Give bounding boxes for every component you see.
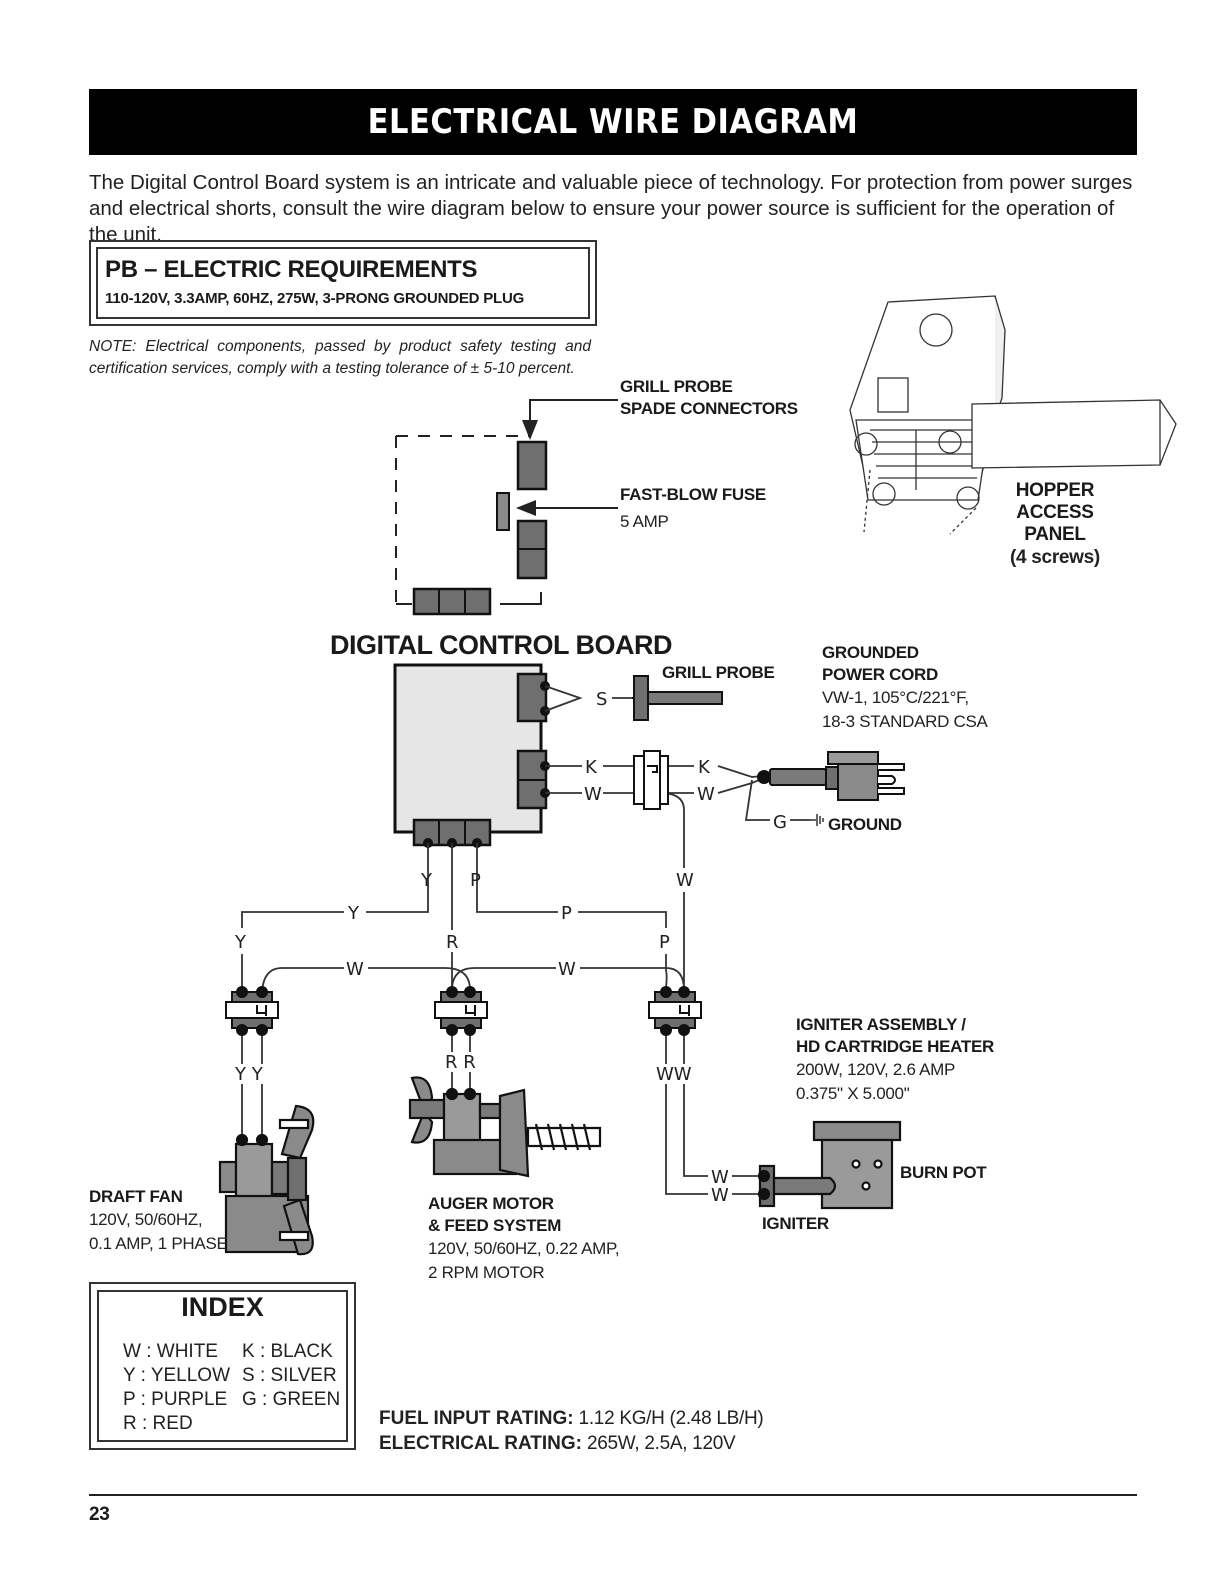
auger-line4: 2 RPM MOTOR: [428, 1263, 545, 1282]
wire-letter-y-top: Y: [347, 903, 360, 924]
tolerance-note: NOTE: Electrical components, passed by p…: [89, 338, 591, 377]
auger-line1: AUGER MOTOR: [428, 1194, 554, 1213]
splice-connector-middle: [434, 986, 488, 1036]
hopper-line2: ACCESS: [1016, 502, 1094, 523]
index-right-column: K : BLACK S : SILVER G : GREEN: [242, 1340, 340, 1412]
wire-letter-w-mid: W: [558, 959, 576, 980]
draft-fan-line2: 0.1 AMP, 1 PHASE: [89, 1234, 228, 1253]
auger-line2: & FEED SYSTEM: [428, 1216, 562, 1235]
electrical-rating-value: 265W, 2.5A, 120V: [582, 1433, 736, 1454]
draft-fan-title: DRAFT FAN: [89, 1187, 183, 1206]
index-entry: R : RED: [123, 1413, 193, 1434]
draft-fan-label: DRAFT FAN 120V, 50/60HZ, 0.1 AMP, 1 PHAS…: [89, 1186, 228, 1256]
igniter-assembly-line4: 0.375" X 5.000": [796, 1084, 910, 1103]
fuse-title: FAST-BLOW FUSE: [620, 485, 766, 504]
ground-label: GROUND: [828, 815, 902, 834]
wire-letter-ww: WW: [656, 1064, 692, 1085]
wire-letter-w-right: W: [676, 870, 694, 891]
fuel-rating-value: 1.12 KG/H (2.48 LB/H): [573, 1408, 764, 1429]
control-board-title: DIGITAL CONTROL BOARD: [330, 630, 673, 660]
wire-letter-p-board: P: [470, 870, 481, 891]
hopper-illustration: [849, 295, 1177, 535]
splice-connector-right: [648, 986, 702, 1036]
draft-fan-line1: 120V, 50/60HZ,: [89, 1210, 203, 1229]
fuel-rating-label: FUEL INPUT RATING:: [379, 1408, 574, 1429]
grill-probe-label: GRILL PROBE: [662, 663, 775, 682]
electric-requirements-title: PB – ELECTRIC REQUIREMENTS: [105, 256, 478, 283]
intro-paragraph: The Digital Control Board system is an i…: [89, 171, 1133, 246]
ratings-block: FUEL INPUT RATING: 1.12 KG/H (2.48 LB/H)…: [379, 1406, 764, 1456]
electrical-rating: ELECTRICAL RATING: 265W, 2.5A, 120V: [379, 1431, 763, 1456]
inline-connector-icon: [633, 750, 669, 810]
page-title: ELECTRICAL WIRE DIAGRAM: [89, 89, 1137, 155]
wire-letter-w2: W: [697, 784, 715, 805]
electric-requirements-specs: 110-120V, 3.3AMP, 60HZ, 275W, 3-PRONG GR…: [105, 290, 525, 307]
index-entry: W : WHITE: [123, 1341, 218, 1362]
wire-letter-w-ign1: W: [711, 1167, 729, 1188]
index-entry: P : PURPLE: [123, 1389, 228, 1410]
hopper-line3: PANEL: [1024, 524, 1086, 545]
wire-letter-r-mid: R: [446, 932, 459, 953]
color-index-box: INDEX W : WHITE Y : YELLOW P : PURPLE R …: [89, 1282, 356, 1450]
auger-motor-icon: [408, 1076, 602, 1178]
burn-pot-igniter-icon: [757, 1120, 902, 1210]
power-cord-line2: POWER CORD: [822, 665, 939, 684]
electrical-rating-label: ELECTRICAL RATING:: [379, 1433, 583, 1454]
wire-letter-g: G: [773, 812, 787, 833]
wire-letter-p-top: P: [561, 903, 572, 924]
index-left-column: W : WHITE Y : YELLOW P : PURPLE R : RED: [123, 1340, 230, 1436]
wire-letter-rr: R R: [445, 1052, 476, 1073]
hopper-access-label: HOPPER ACCESS PANEL (4 screws): [1000, 480, 1110, 570]
electric-requirements-inner-frame: [96, 247, 590, 319]
control-board: [393, 663, 550, 848]
power-cord-line4: 18-3 STANDARD CSA: [822, 712, 988, 731]
wire-letter-y-board: Y: [420, 870, 433, 891]
index-entry: Y : YELLOW: [123, 1365, 231, 1386]
wire-letter-k1: K: [585, 757, 598, 778]
splice-connector-left: [225, 986, 279, 1036]
page-number: 23: [89, 1504, 110, 1525]
hopper-line1: HOPPER: [1015, 480, 1095, 501]
grill-probe-icon: [632, 675, 723, 721]
wire-letter-w-ign2: W: [711, 1185, 729, 1206]
burn-pot-label: BURN POT: [900, 1163, 987, 1182]
wire-letter-w-left: W: [346, 959, 364, 980]
igniter-assembly-label: IGNITER ASSEMBLY / HD CARTRIDGE HEATER 2…: [796, 1014, 994, 1106]
index-entry: G : GREEN: [242, 1389, 341, 1410]
fuse-value: 5 AMP: [620, 512, 669, 531]
wire-letter-s: S: [596, 689, 607, 710]
color-index-inner-frame: [97, 1290, 348, 1442]
wire-letter-yy: Y Y: [234, 1064, 264, 1085]
draft-fan-icon: [218, 1104, 315, 1256]
ground-symbol-icon: [810, 814, 824, 826]
electric-requirements-box: PB – ELECTRIC REQUIREMENTS 110-120V, 3.3…: [89, 240, 597, 326]
wire-letter-y-left: Y: [234, 932, 247, 953]
igniter-label: IGNITER: [762, 1214, 829, 1233]
grill-probe-spade-label: GRILL PROBE SPADE CONNECTORS: [620, 376, 798, 420]
wire-letter-w1: W: [584, 784, 602, 805]
grill-probe-spade-line2: SPADE CONNECTORS: [620, 399, 798, 418]
power-cord-label: GROUNDED POWER CORD VW-1, 105°C/221°F, 1…: [822, 642, 988, 734]
wire-letter-p-right: P: [659, 932, 670, 953]
index-entry: K : BLACK: [242, 1341, 333, 1362]
igniter-assembly-line3: 200W, 120V, 2.6 AMP: [796, 1060, 956, 1079]
color-index-title: INDEX: [181, 1292, 264, 1322]
grill-probe-spade-line1: GRILL PROBE: [620, 377, 733, 396]
power-cord-line1: GROUNDED: [822, 643, 919, 662]
wire-letters: S K W K W G Y P W Y P Y R P W W Y Y R R …: [234, 689, 787, 1206]
auger-line3: 120V, 50/60HZ, 0.22 AMP,: [428, 1239, 620, 1258]
hopper-line4: (4 screws): [1010, 547, 1100, 568]
igniter-assembly-line1: IGNITER ASSEMBLY /: [796, 1015, 966, 1034]
power-plug-icon: [757, 751, 905, 801]
board-detail: [395, 399, 618, 616]
fuel-input-rating: FUEL INPUT RATING: 1.12 KG/H (2.48 LB/H): [379, 1406, 764, 1431]
auger-label: AUGER MOTOR & FEED SYSTEM 120V, 50/60HZ,…: [428, 1193, 620, 1285]
index-entry: S : SILVER: [242, 1365, 337, 1386]
igniter-assembly-line2: HD CARTRIDGE HEATER: [796, 1037, 994, 1056]
power-cord-line3: VW-1, 105°C/221°F,: [822, 688, 969, 707]
wire-letter-k2: K: [698, 757, 711, 778]
